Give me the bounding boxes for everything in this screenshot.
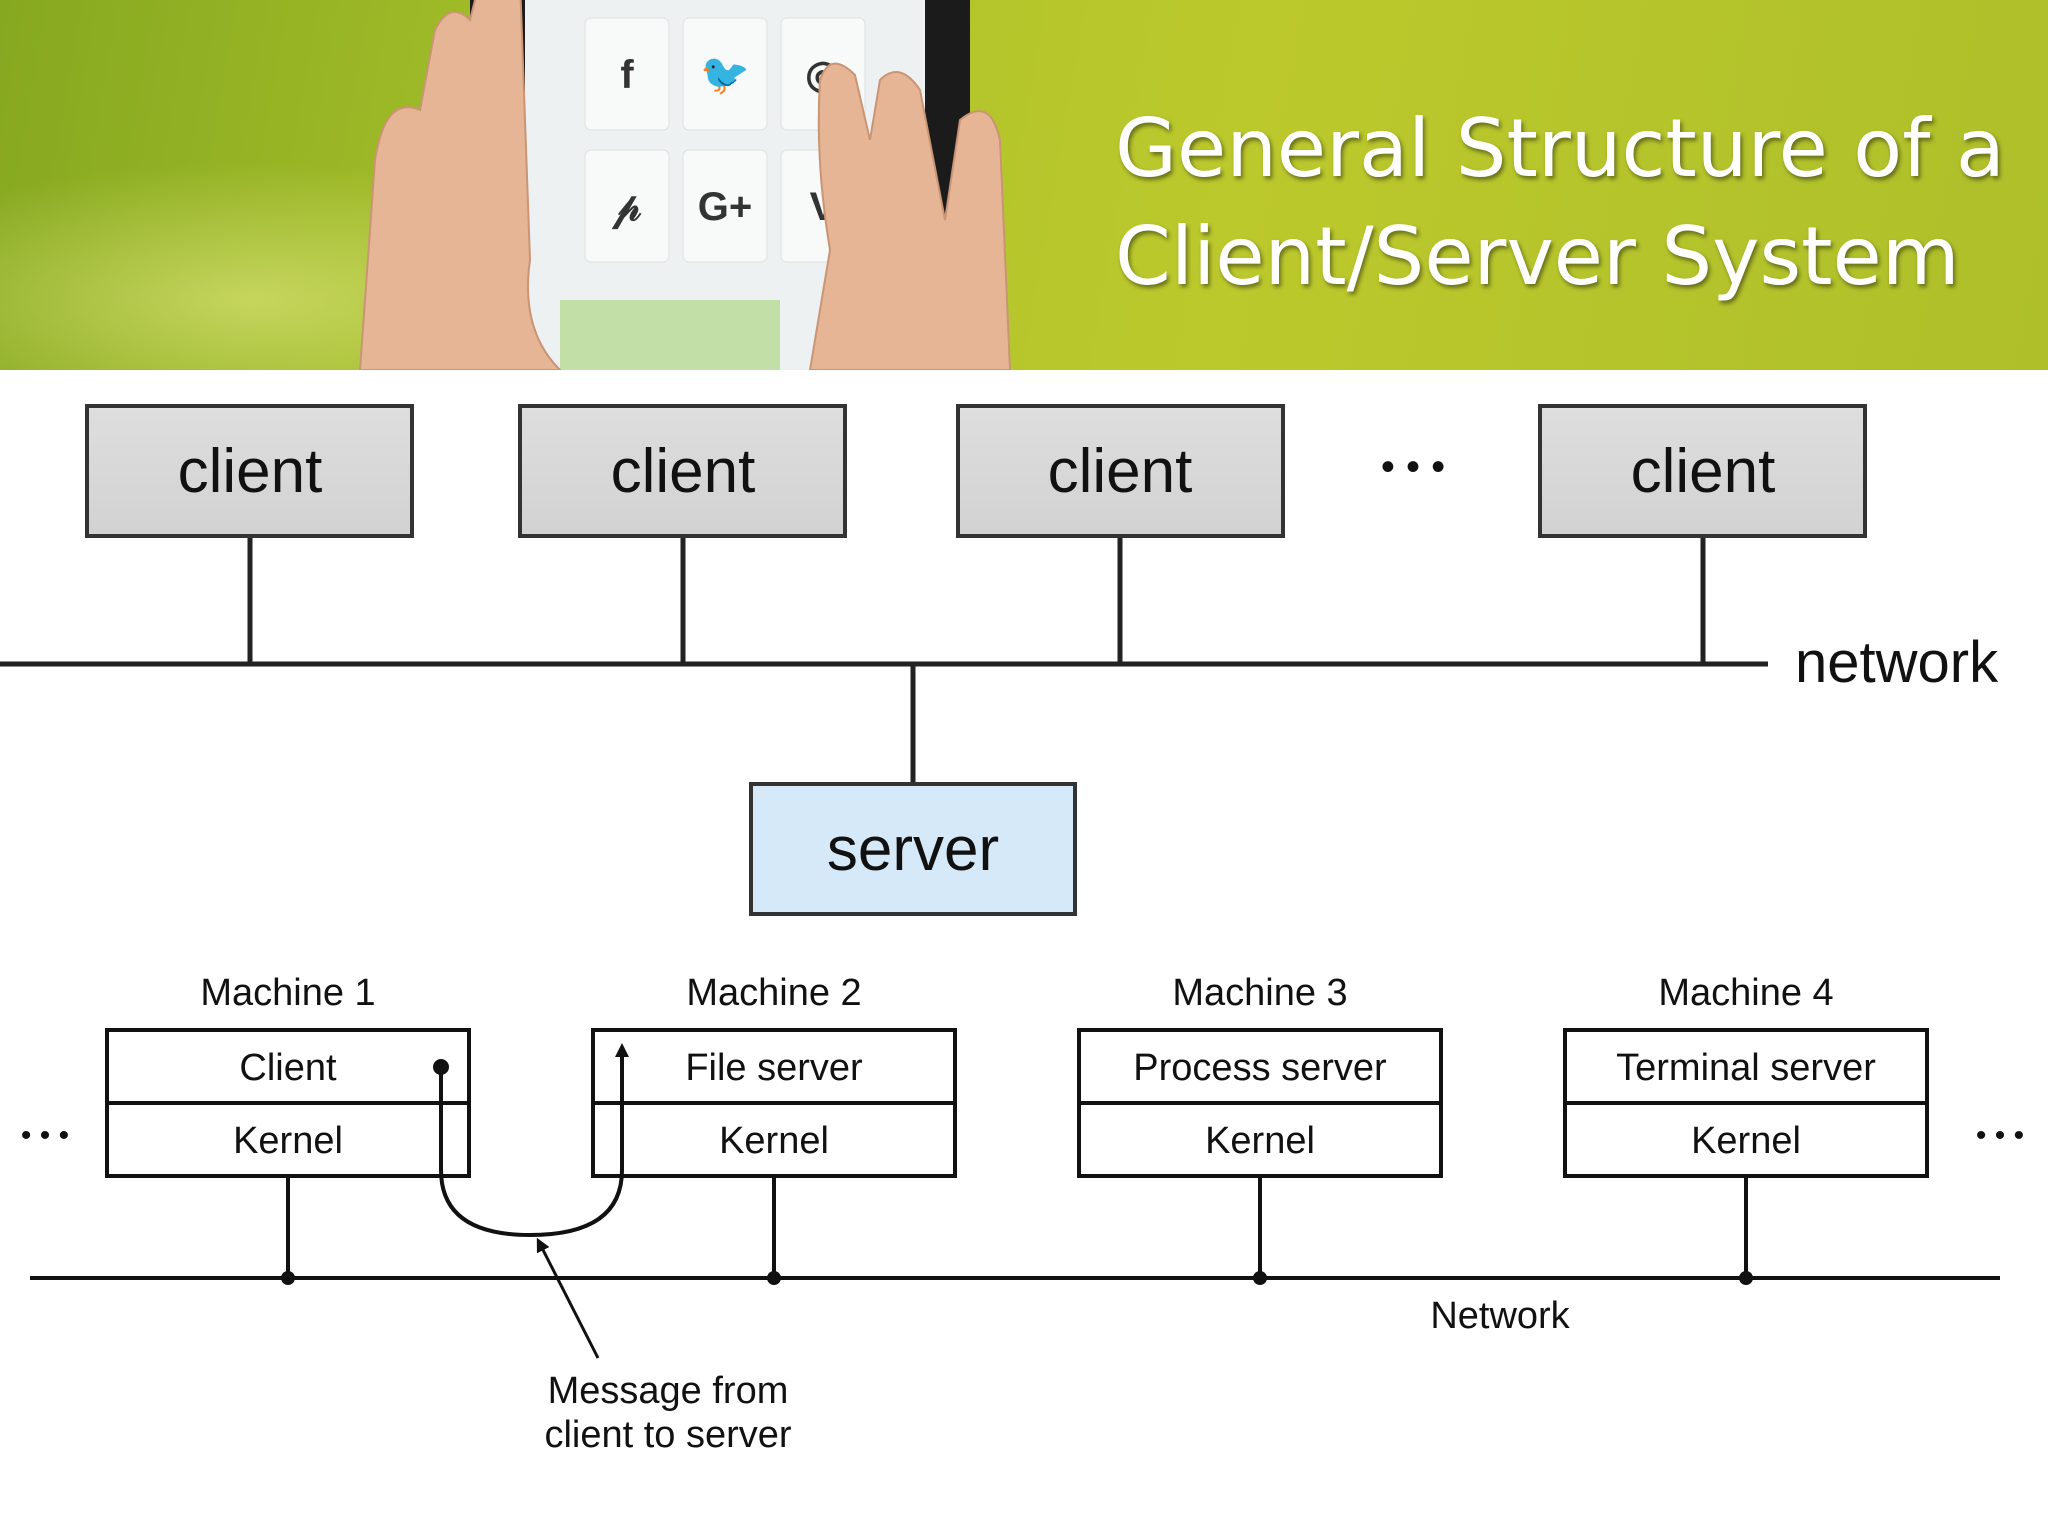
client-box (518, 404, 847, 538)
machine-2: Machine 2 File server Kernel (591, 972, 957, 1285)
network-junction (1739, 1271, 1753, 1285)
service-label: Terminal server (1616, 1047, 1876, 1089)
service-label: Process server (1133, 1047, 1387, 1089)
kernel-box (591, 1101, 957, 1178)
network-label: network (1795, 630, 1999, 695)
machine-4: Machine 4 Terminal server Kernel (1563, 972, 1929, 1285)
message-arrow (439, 1043, 629, 1238)
client-box (1538, 404, 1867, 538)
machine-name: Machine 2 (686, 972, 861, 1014)
network-junction (767, 1271, 781, 1285)
kernel-label: Kernel (1205, 1120, 1315, 1162)
client-node-1: client (85, 404, 414, 664)
facebook-tile (584, 17, 670, 131)
kernel-label: Kernel (1691, 1120, 1801, 1162)
slide-title-line-1: General Structure of a (1115, 102, 2005, 195)
client-server-diagram: network client client client • • • clien… (0, 404, 1999, 916)
server-box (749, 782, 1077, 916)
service-box (105, 1028, 471, 1105)
service-box (1077, 1028, 1443, 1105)
client-node-3: client (956, 404, 1285, 664)
distributed-system-diagram: Network • • • • • • Machine 1 Client Ker… (21, 972, 2024, 1456)
machine-1: Machine 1 Client Kernel (105, 972, 471, 1285)
google-plus-icon: G+ (698, 185, 752, 229)
message-path (433, 1043, 629, 1238)
client-label: client (611, 437, 756, 506)
facebook-icon: f (620, 53, 634, 97)
service-label: File server (685, 1047, 863, 1089)
machine-name: Machine 4 (1658, 972, 1833, 1014)
network-junction (281, 1271, 295, 1285)
annotation-pointer (536, 1237, 600, 1359)
message-label-line-1: Message from (548, 1370, 789, 1412)
twitter-icon: 🐦 (700, 53, 750, 97)
client-label: client (178, 437, 323, 506)
slide-title: General Structure of a Client/Server Sys… (1115, 95, 2005, 311)
server-label: server (827, 815, 999, 884)
right-hand (808, 62, 1012, 370)
service-box (1563, 1028, 1929, 1105)
tablet-screen-highlight (560, 300, 780, 370)
kernel-label: Kernel (719, 1120, 829, 1162)
kernel-box (1077, 1101, 1443, 1178)
pinterest-tile (584, 149, 670, 263)
client-box (85, 404, 414, 538)
server-node: server (749, 664, 1077, 916)
network-junction (1253, 1271, 1267, 1285)
google-plus-tile (682, 149, 768, 263)
network-label: Network (1430, 1295, 1570, 1337)
left-ellipsis: • • • (21, 1119, 69, 1152)
client-box (956, 404, 1285, 538)
twitter-tile (682, 17, 768, 131)
client-label: client (1048, 437, 1193, 506)
message-annotation: Message from client to server (536, 1237, 792, 1456)
client-label: client (1631, 437, 1776, 506)
machine-name: Machine 1 (200, 972, 375, 1014)
pinterest-icon: 𝓅 (611, 185, 642, 230)
right-ellipsis: • • • (1976, 1119, 2024, 1152)
title-banner: f🐦◎𝓅G+V General Structure of a Client/Se… (0, 0, 2048, 370)
slide-title-line-2: Client/Server System (1115, 210, 1960, 303)
machine-name: Machine 3 (1172, 972, 1347, 1014)
left-hand (358, 0, 562, 370)
kernel-box (1563, 1101, 1929, 1178)
service-box (591, 1028, 957, 1105)
client-node-2: client (518, 404, 847, 664)
client-node-4: client (1538, 404, 1867, 664)
service-label: Client (239, 1047, 337, 1089)
message-label-line-2: client to server (544, 1414, 791, 1456)
machine-3: Machine 3 Process server Kernel (1077, 972, 1443, 1285)
kernel-label: Kernel (233, 1120, 343, 1162)
clients-ellipsis: • • • (1381, 445, 1445, 489)
banner-tablet-illustration: f🐦◎𝓅G+V (358, 0, 1012, 370)
